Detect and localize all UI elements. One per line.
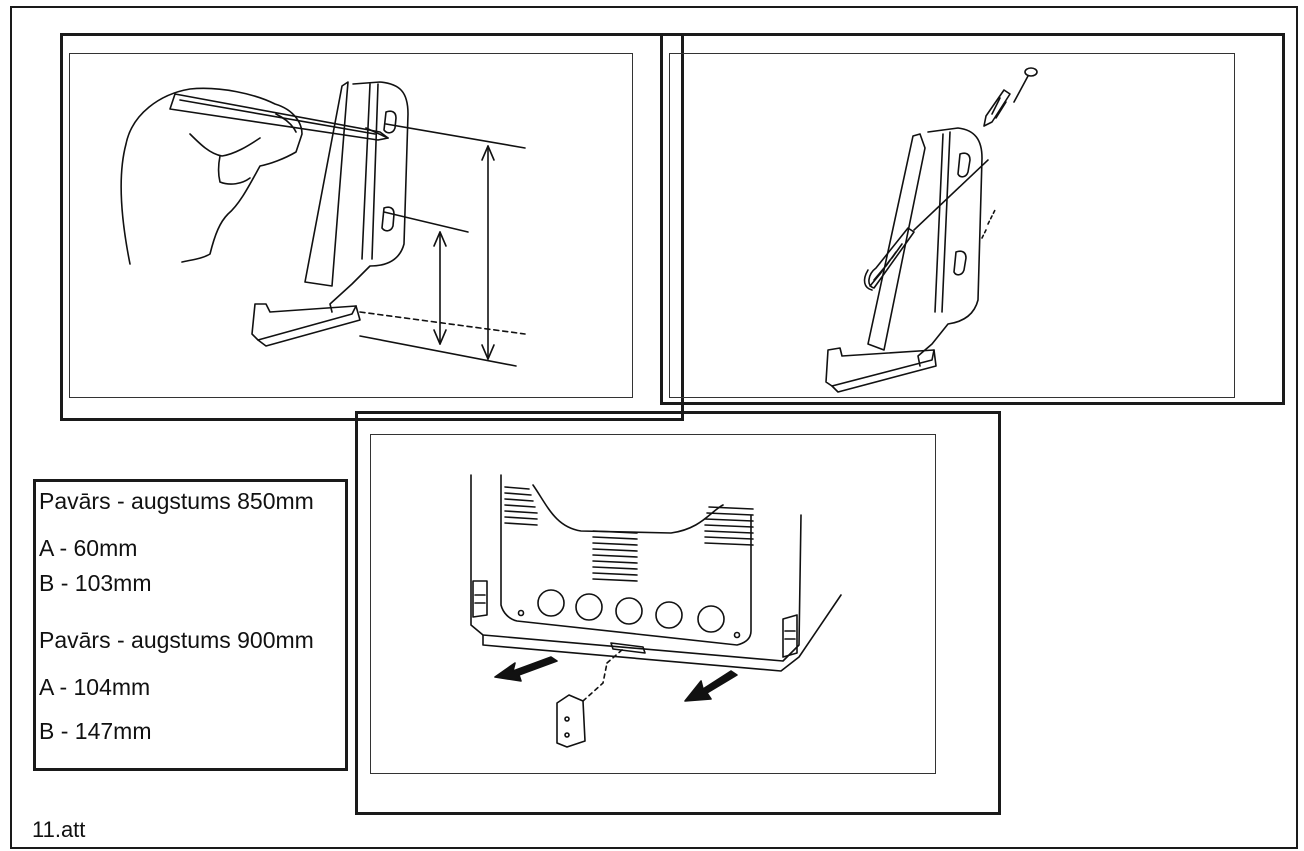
hand-icon	[120, 87, 303, 265]
screw-icon	[868, 227, 915, 289]
figure-caption: 11.att	[32, 817, 86, 842]
cooker-body-icon	[470, 474, 802, 662]
bracket-icon	[304, 81, 349, 287]
panel-marking-holes	[60, 33, 684, 421]
wall-plug-icon	[983, 89, 1011, 127]
vent-right-icon	[704, 506, 754, 546]
legend-row-900-heading: Pavārs - augstums 900mm	[39, 627, 314, 653]
figure-border	[10, 6, 1298, 849]
legend-row-850-b: B - 103mm	[39, 570, 152, 596]
vent-left-icon	[504, 486, 538, 526]
legend-row-900-b: B - 147mm	[39, 718, 152, 744]
panel-cooker-rear	[355, 411, 1001, 815]
legend-row-900-a: A - 104mm	[39, 674, 151, 700]
hole-icon	[537, 589, 565, 617]
arrow-right-icon	[684, 670, 738, 702]
vent-center-icon	[592, 530, 638, 582]
bracket-icon	[867, 133, 926, 351]
legend-row-850-a: A - 60mm	[39, 535, 138, 561]
panel-fixing-bracket-inner-frame	[669, 53, 1235, 398]
pencil-icon	[169, 93, 389, 141]
arrow-left-icon	[494, 656, 558, 682]
fixing-bracket-illustration	[825, 67, 1038, 393]
panel-cooker-rear-inner-frame	[370, 434, 936, 774]
marking-holes-illustration	[120, 81, 526, 367]
cooker-rear-illustration	[470, 474, 842, 748]
stability-bracket-icon	[556, 694, 586, 748]
panel-marking-holes-inner-frame	[69, 53, 633, 398]
legend-row-850-heading: Pavārs - augstums 850mm	[39, 488, 314, 514]
screw-head-icon	[1024, 67, 1038, 77]
dimensions-legend: Pavārs - augstums 850mm A - 60mm B - 103…	[33, 479, 348, 771]
panel-fixing-bracket	[660, 33, 1285, 405]
